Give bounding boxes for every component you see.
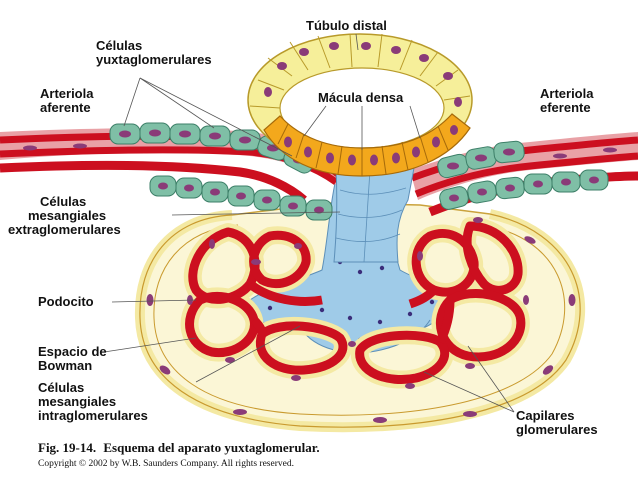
label-celulas-yuxta-1: Células bbox=[96, 38, 142, 53]
label-capilares-1: Capilares bbox=[516, 408, 575, 423]
caption-figure-line: Fig. 19-14. Esquema del aparato yuxtaglo… bbox=[38, 440, 320, 455]
leader-lines bbox=[103, 33, 515, 413]
label-arteriola-aferente-2: aferente bbox=[40, 100, 91, 115]
label-capilares-2: glomerulares bbox=[516, 422, 598, 437]
figure-caption: Fig. 19-14. Esquema del aparato yuxtaglo… bbox=[38, 440, 320, 469]
label-mesangiales-intra-2: mesangiales bbox=[38, 394, 116, 409]
label-podocito: Podocito bbox=[38, 294, 94, 309]
caption-figure-number: Fig. 19-14. bbox=[38, 440, 96, 455]
label-arteriola-aferente-1: Arteriola bbox=[40, 86, 94, 101]
label-mesangiales-intra-3: intraglomerulares bbox=[38, 408, 148, 423]
label-arteriola-eferente-1: Arteriola bbox=[540, 86, 594, 101]
glomerular-capillaries bbox=[180, 217, 530, 389]
label-mesangiales-intra-1: Células bbox=[38, 380, 84, 395]
caption-copyright: Copyright © 2002 by W.B. Saunders Compan… bbox=[38, 458, 294, 469]
label-espacio-bowman-2: Bowman bbox=[38, 358, 92, 373]
label-mesangiales-extra-1: Células bbox=[40, 194, 86, 209]
label-mesangiales-extra-2: mesangiales bbox=[28, 208, 106, 223]
labels: Túbulo distal Células yuxtaglomerulares … bbox=[8, 18, 598, 437]
label-tubulo-distal: Túbulo distal bbox=[306, 18, 387, 33]
label-macula-densa: Mácula densa bbox=[318, 90, 404, 105]
label-mesangiales-extra-3: extraglomerulares bbox=[8, 222, 121, 237]
label-arteriola-eferente-2: eferente bbox=[540, 100, 591, 115]
caption-figure-title: Esquema del aparato yuxtaglomerular. bbox=[103, 440, 319, 455]
label-espacio-bowman-1: Espacio de bbox=[38, 344, 107, 359]
efferent-arteriole bbox=[410, 132, 638, 217]
label-celulas-yuxta-2: yuxtaglomerulares bbox=[96, 52, 212, 67]
macula-densa bbox=[263, 113, 471, 177]
extraglomerular-mesangial-cells bbox=[333, 167, 415, 263]
